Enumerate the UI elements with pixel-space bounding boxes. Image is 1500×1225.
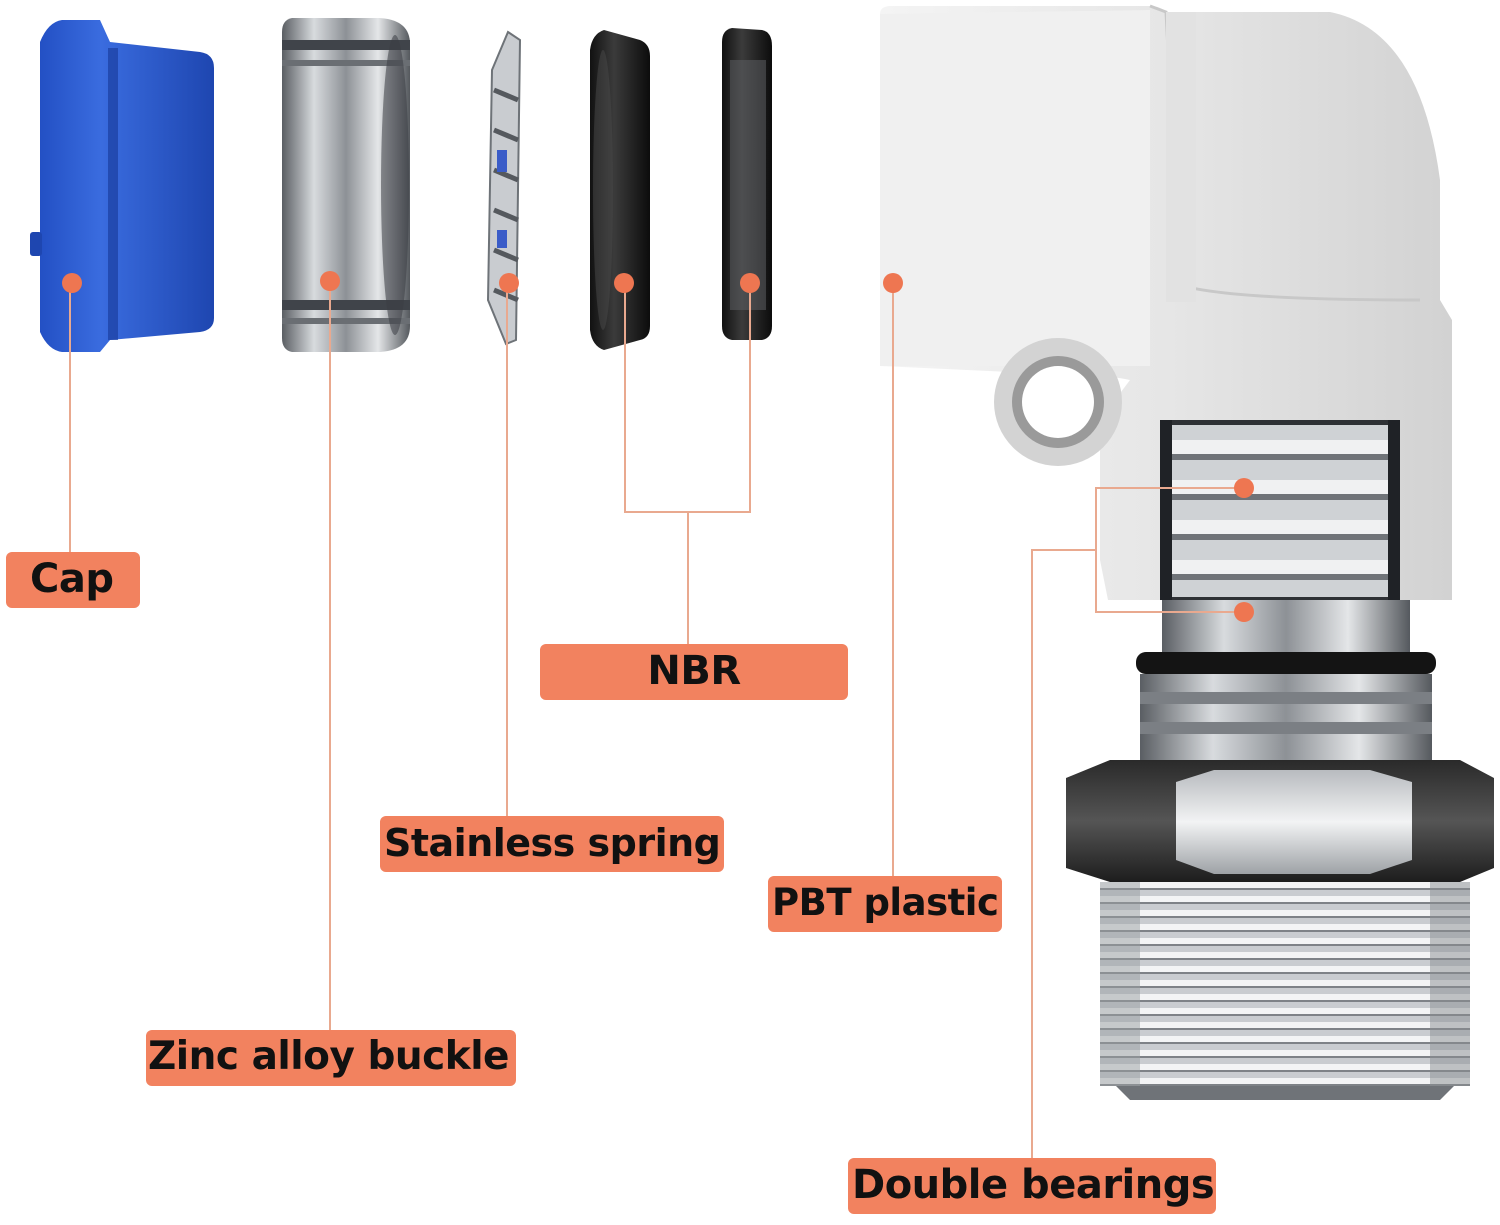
nbr-seal-front [590,30,650,350]
stainless-spring-part [486,30,522,346]
callout-zinc-alloy-buckle: Zinc alloy buckle [146,1030,516,1086]
callout-double-bearings: Double bearings [848,1158,1216,1214]
callout-nbr: NBR [540,644,848,700]
marker-dot-nbr-front [614,273,634,293]
elbow-body-part [880,4,1452,600]
leader-lines [69,281,1244,1158]
zinc-alloy-buckle-part [282,18,410,352]
callout-stainless-spring: Stainless spring [380,816,724,872]
marker-dot-bearing-lower [1234,602,1254,622]
leader-line-double-bearings [1031,549,1096,1158]
threaded-stem-part [1066,600,1494,1100]
marker-dot-cap [62,273,82,293]
marker-dot-zinc-alloy-buckle [320,271,340,291]
callout-pbt-plastic: PBT plastic [768,876,1002,932]
marker-dot-stainless-spring [499,273,519,293]
marker-dot-nbr-rear [740,273,760,293]
cap-part [30,20,214,352]
marker-dot-pbt-plastic [883,273,903,293]
marker-dot-bearing-upper [1234,478,1254,498]
nbr-seal-rear [722,28,772,340]
marker-dots [62,271,1254,622]
callout-cap: Cap [6,552,140,608]
